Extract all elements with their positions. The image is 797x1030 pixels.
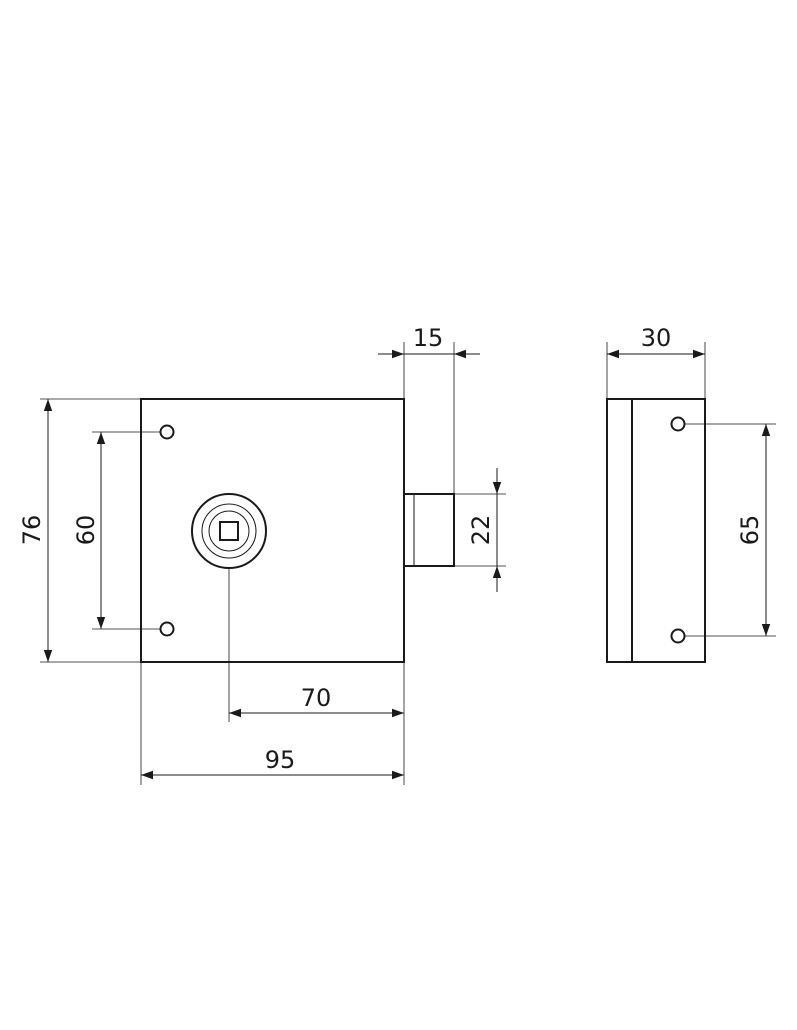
side-view (606, 398, 706, 663)
dim-label-30: 30 (641, 324, 672, 352)
dim-label-70: 70 (301, 684, 332, 712)
side-screw-hole-bottom (670, 628, 686, 644)
dim-label-22: 22 (467, 515, 495, 546)
dim-label-95: 95 (265, 746, 296, 774)
dimension-labels: 76 60 95 70 15 22 30 65 (18, 324, 764, 774)
side-body (606, 398, 706, 663)
front-view (140, 398, 455, 663)
dim-label-65: 65 (736, 515, 764, 546)
square-spindle-hole (219, 521, 239, 541)
screw-hole-top (159, 424, 175, 440)
spindle-hub (191, 493, 267, 569)
side-screw-hole-top (670, 416, 686, 432)
dim-label-76: 76 (18, 515, 46, 546)
dim-label-15: 15 (413, 324, 444, 352)
bolt (403, 493, 455, 567)
screw-hole-bottom (159, 621, 175, 637)
dim-label-60: 60 (72, 515, 100, 546)
extension-lines (40, 342, 776, 785)
dimension-lines (43, 349, 771, 780)
lock-body (140, 398, 405, 663)
